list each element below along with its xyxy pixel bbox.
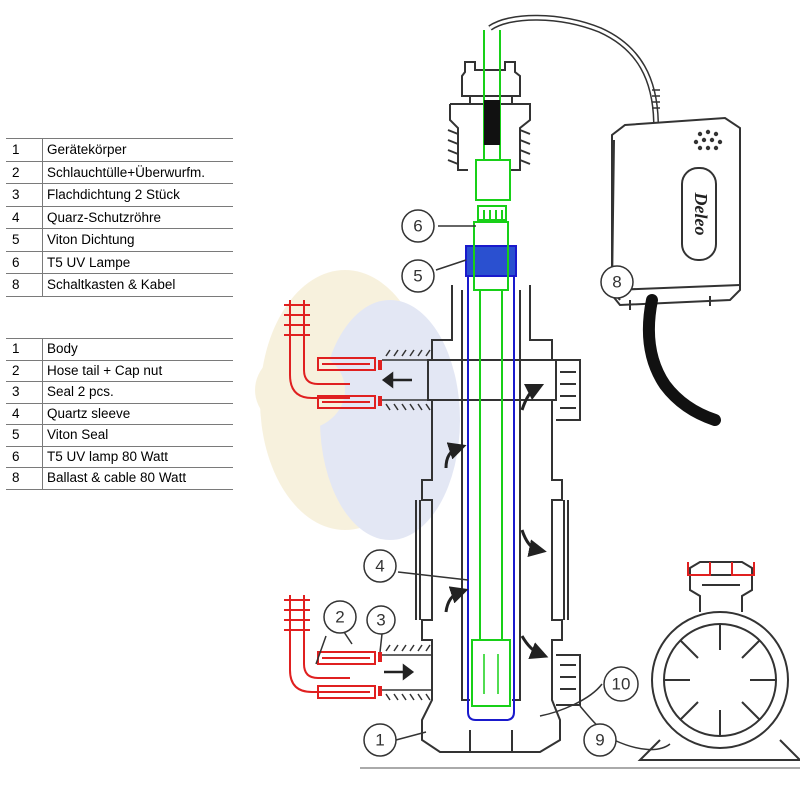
uv-lamp xyxy=(471,221,511,707)
flow-arrows xyxy=(444,383,549,660)
part-description: Seal 2 pcs. xyxy=(42,381,233,404)
part-description: Gerätekörper xyxy=(42,138,233,162)
svg-text:2: 2 xyxy=(335,607,344,626)
callout-1: 1 xyxy=(363,723,427,757)
svg-text:10: 10 xyxy=(612,674,631,693)
part-number: 8 xyxy=(6,273,43,297)
part-description: Viton Seal xyxy=(42,424,233,447)
part-description: Schaltkasten & Kabel xyxy=(42,273,233,297)
part-description: T5 UV Lampe xyxy=(42,251,233,274)
part-description: Viton Dichtung xyxy=(42,228,233,252)
callout-3: 3 xyxy=(366,605,396,653)
callout-10: 10 xyxy=(539,666,639,717)
part-description: Ballast & cable 80 Watt xyxy=(42,467,233,490)
svg-text:1: 1 xyxy=(375,730,384,749)
part-description: Hose tail + Cap nut xyxy=(42,360,233,382)
viton-seal xyxy=(465,245,517,277)
part-number: 2 xyxy=(6,360,43,382)
quartz-sleeve xyxy=(467,276,515,721)
part-description: Body xyxy=(42,338,233,361)
part-description: Quarz-Schutzröhre xyxy=(42,206,233,229)
pump-outlet-fitting xyxy=(687,562,755,576)
part-number: 6 xyxy=(6,446,43,468)
part-number: 6 xyxy=(6,251,43,274)
part-number: 2 xyxy=(6,161,43,184)
top-cap-nut xyxy=(447,61,531,171)
hose-tail-upper xyxy=(284,300,376,409)
flat-seals xyxy=(378,360,382,696)
svg-text:5: 5 xyxy=(413,266,422,285)
part-number: 1 xyxy=(6,338,43,361)
svg-text:4: 4 xyxy=(375,556,384,575)
part-number: 1 xyxy=(6,138,43,162)
svg-text:9: 9 xyxy=(595,730,604,749)
ballast-vent-icon xyxy=(693,129,723,151)
ballast-logo: Deleo xyxy=(691,192,711,236)
callout-2: 2 xyxy=(315,600,357,665)
ballast-logo-plate xyxy=(681,167,717,261)
callout-8: 8 xyxy=(600,265,634,299)
callout-6: 6 xyxy=(401,209,476,243)
svg-text:6: 6 xyxy=(413,216,422,235)
part-number: 8 xyxy=(6,467,43,490)
part-number: 5 xyxy=(6,228,43,252)
part-description: Flachdichtung 2 Stück xyxy=(42,183,233,207)
pump xyxy=(637,561,800,761)
svg-text:3: 3 xyxy=(376,610,385,629)
hose-tail-lower xyxy=(284,595,376,699)
part-description: Schlauchtülle+Überwurfm. xyxy=(42,161,233,184)
port-threads xyxy=(382,349,432,701)
ballast-power-cable xyxy=(642,294,721,426)
part-number: 3 xyxy=(6,183,43,207)
cable-sheath xyxy=(484,100,500,145)
part-number: 4 xyxy=(6,403,43,425)
svg-text:8: 8 xyxy=(612,272,621,291)
part-description: Quartz sleeve xyxy=(42,403,233,425)
callout-5: 5 xyxy=(401,259,467,293)
callout-9: 9 xyxy=(579,705,671,757)
port-arrows xyxy=(381,371,415,681)
part-number: 4 xyxy=(6,206,43,229)
part-number: 3 xyxy=(6,381,43,404)
part-description: T5 UV lamp 80 Watt xyxy=(42,446,233,468)
callout-4: 4 xyxy=(363,549,469,583)
part-number: 5 xyxy=(6,424,43,447)
